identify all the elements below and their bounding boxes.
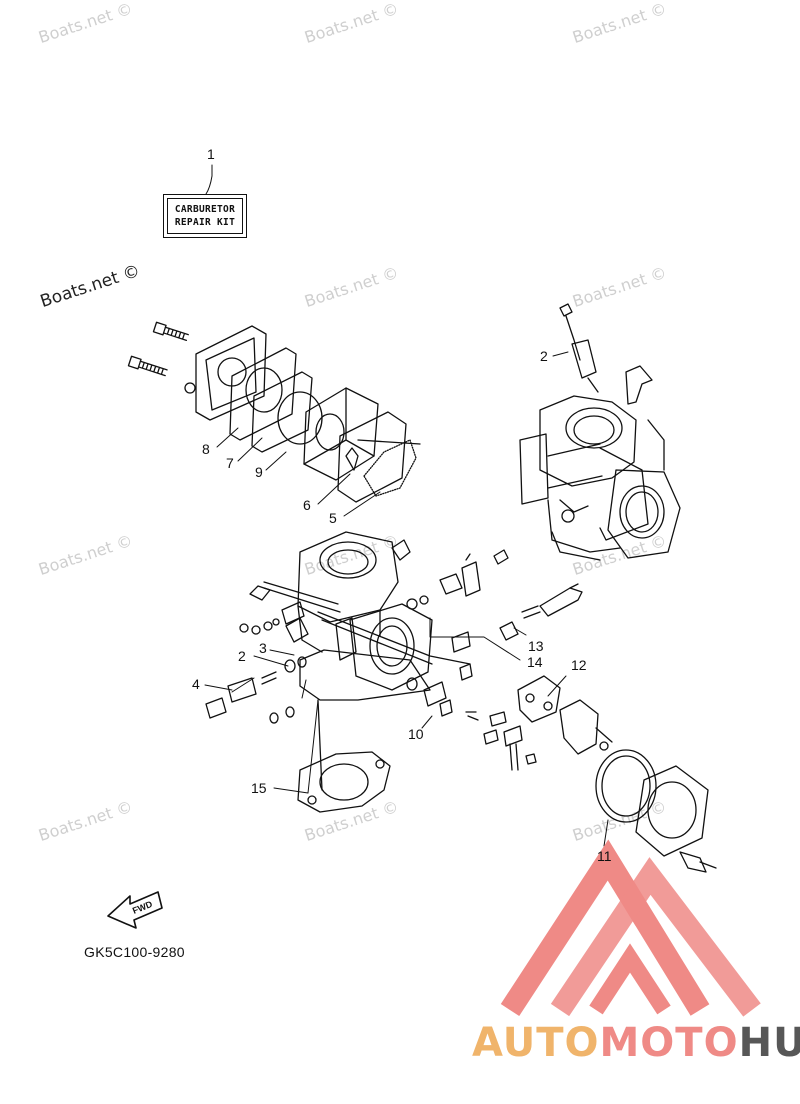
callout-7: 7 (226, 455, 234, 471)
fwd-arrow (107, 891, 163, 929)
callout-10: 10 (408, 726, 424, 742)
leader-lines (204, 164, 609, 847)
logo-mark (500, 839, 761, 1017)
diagram-part-code: GK5C100-9280 (84, 944, 185, 960)
callout-15: 15 (251, 780, 267, 796)
callout-2: 2 (540, 348, 548, 364)
carburetor-assembled (519, 303, 681, 561)
callout-14: 14 (527, 654, 543, 670)
bolt (127, 355, 168, 377)
callout-12: 12 (571, 657, 587, 673)
repair-kit-label: CARBURETOR REPAIR KIT (163, 194, 247, 238)
callout-13: 13 (528, 638, 544, 654)
plate-6 (303, 387, 379, 481)
plate-9 (251, 371, 313, 453)
small-parts-left (205, 595, 429, 724)
brand-part3: HUB (738, 1020, 800, 1066)
carburetor-body (249, 531, 471, 791)
callout-8: 8 (202, 441, 210, 457)
plate-7 (229, 347, 297, 441)
repair-kit-line1: CARBURETOR (174, 204, 236, 215)
callout-6: 6 (303, 497, 311, 513)
small-parts-middle (406, 549, 583, 771)
gasket-15 (297, 751, 391, 813)
plate-8 (195, 325, 267, 421)
brand-logo-text: AUTOMOTOHUB (472, 1020, 800, 1066)
callout-3: 3 (259, 640, 267, 656)
callout-1: 1 (207, 146, 215, 162)
plate-12 (517, 675, 561, 723)
gasket-stack (127, 321, 421, 503)
pump-parts (517, 675, 717, 873)
brand-part1: AUTO (472, 1020, 600, 1066)
callout-11: 11 (597, 848, 612, 864)
diaphragm-11 (595, 749, 657, 823)
brand-part2: MOTO (599, 1020, 739, 1066)
repair-kit-line2: REPAIR KIT (174, 217, 236, 228)
callout-5: 5 (329, 510, 337, 526)
callout-4: 4 (192, 676, 200, 692)
callout-9: 9 (255, 464, 263, 480)
callout-2: 2 (238, 648, 246, 664)
plate-5 (337, 411, 407, 503)
bolt (152, 321, 189, 342)
